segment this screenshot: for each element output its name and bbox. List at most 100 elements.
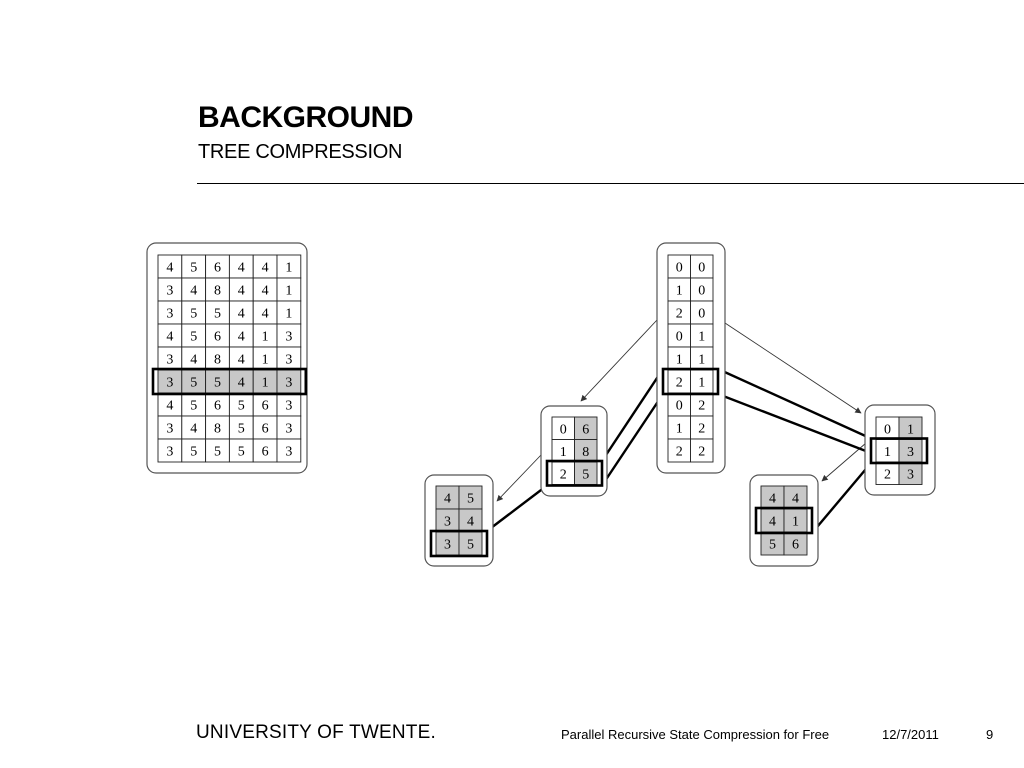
- cell-value: 4: [467, 515, 474, 530]
- cell-value: 4: [238, 261, 245, 276]
- cell-value: 2: [676, 445, 683, 460]
- footer-date: 12/7/2011: [882, 727, 939, 742]
- cell-value: 1: [698, 353, 705, 368]
- cell-value: 1: [262, 376, 269, 391]
- cell-value: 1: [285, 261, 292, 276]
- cell: [690, 438, 714, 463]
- cell-value: 6: [262, 422, 269, 437]
- link-root-to-right-mid-a: [717, 367, 872, 440]
- cell-value: 1: [676, 284, 683, 299]
- cell-value: 1: [698, 376, 705, 391]
- university-logo: UNIVERSITY OF TWENTE.: [196, 722, 436, 743]
- cell-value: 6: [262, 445, 269, 460]
- cell-value: 5: [190, 445, 197, 460]
- cell-value: 3: [166, 284, 173, 299]
- link-left-mid-to-left-leaf: [486, 484, 548, 532]
- cell-value: 5: [190, 307, 197, 322]
- cell-value: 4: [792, 492, 799, 507]
- cell-value: 6: [214, 261, 221, 276]
- cell-value: 2: [884, 467, 891, 482]
- slide-title: BACKGROUND: [198, 101, 414, 134]
- cell-value: 5: [238, 422, 245, 437]
- cell-value: 4: [190, 284, 197, 299]
- cell-value: 3: [444, 538, 451, 553]
- cell-value: 0: [560, 422, 567, 437]
- cell-value: 3: [166, 307, 173, 322]
- cell-value: 6: [792, 538, 799, 553]
- link-root-to-right-mid-b: [717, 392, 872, 455]
- cell-value: 4: [238, 284, 245, 299]
- link-root-to-left-mid-a: [600, 368, 665, 462]
- cell-value: 2: [560, 467, 567, 482]
- highlighted-row-frame: [429, 529, 489, 558]
- cell-value: 2: [698, 422, 705, 437]
- footer-presentation-title: Parallel Recursive State Compression for…: [561, 727, 830, 742]
- cell: [276, 438, 302, 463]
- title-divider: [197, 183, 1024, 184]
- cell-value: 1: [676, 422, 683, 437]
- cell-value: 5: [190, 261, 197, 276]
- highlighted-row-frame: [545, 459, 604, 487]
- cell-value: 4: [190, 353, 197, 368]
- cell-value: 3: [166, 376, 173, 391]
- cell-value: 0: [676, 261, 683, 276]
- cell-value: 3: [285, 376, 292, 391]
- cell-value: 8: [214, 353, 221, 368]
- cell-value: 2: [698, 399, 705, 414]
- highlighted-row-frame: [869, 437, 929, 465]
- cell-value: 4: [262, 261, 269, 276]
- cell-value: 5: [769, 538, 776, 553]
- diagram-nodes: 4 5 6 4 4 1 3 4 8 4 4 1 3 5 5 4 4 1 4 5 6 4 1 3 3 4 8 4 1 3 3 5 5 4 1 3 4 5 6 5…: [146, 242, 936, 567]
- arrow-left-mid-to-left-leaf: [496, 454, 542, 502]
- cell-value: 6: [214, 399, 221, 414]
- cell-value: 1: [262, 353, 269, 368]
- cell-value: 5: [214, 307, 221, 322]
- cell-value: 1: [698, 330, 705, 345]
- cell-value: 4: [238, 376, 245, 391]
- cell-value: 5: [214, 376, 221, 391]
- cell-value: 5: [467, 492, 474, 507]
- cell-value: 4: [238, 330, 245, 345]
- cell-value: 4: [166, 399, 173, 414]
- cell-value: 3: [907, 467, 914, 482]
- cell-value: 3: [285, 445, 292, 460]
- cell-value: 2: [676, 376, 683, 391]
- cell-value: 0: [698, 261, 705, 276]
- cell-value: 4: [238, 353, 245, 368]
- highlighted-row-frame: [151, 367, 308, 396]
- cell-value: 6: [214, 330, 221, 345]
- cell-value: 0: [884, 422, 891, 437]
- cell-value: 2: [676, 307, 683, 322]
- cell-value: 1: [884, 445, 891, 460]
- cell-value: 6: [262, 399, 269, 414]
- cell-value: 1: [285, 307, 292, 322]
- cell-value: 5: [238, 399, 245, 414]
- cell-value: 0: [676, 330, 683, 345]
- cell-value: 4: [769, 492, 776, 507]
- highlighted-row-frame: [754, 506, 814, 535]
- cell-value: 1: [792, 515, 799, 530]
- cell-value: 6: [582, 422, 589, 437]
- highlighted-row-frame: [661, 367, 720, 396]
- cell-value: 4: [262, 307, 269, 322]
- cell-value: 0: [698, 284, 705, 299]
- cell-value: 5: [190, 330, 197, 345]
- slide-subtitle: TREE COMPRESSION: [198, 141, 403, 163]
- cell-value: 0: [676, 399, 683, 414]
- cell-value: 3: [285, 353, 292, 368]
- cell-value: 0: [698, 307, 705, 322]
- connector-lines: [486, 319, 872, 534]
- cell-value: 4: [444, 492, 451, 507]
- cell-value: 8: [582, 445, 589, 460]
- link-root-to-left-mid-b: [601, 393, 664, 487]
- cell-value: 3: [166, 422, 173, 437]
- cell-value: 4: [166, 330, 173, 345]
- cell-value: 1: [907, 422, 914, 437]
- cell-value: 3: [285, 330, 292, 345]
- cell-value: 3: [285, 399, 292, 414]
- cell-value: 4: [262, 284, 269, 299]
- arrow-root-to-right-mid: [724, 322, 862, 414]
- cell-value: 3: [907, 445, 914, 460]
